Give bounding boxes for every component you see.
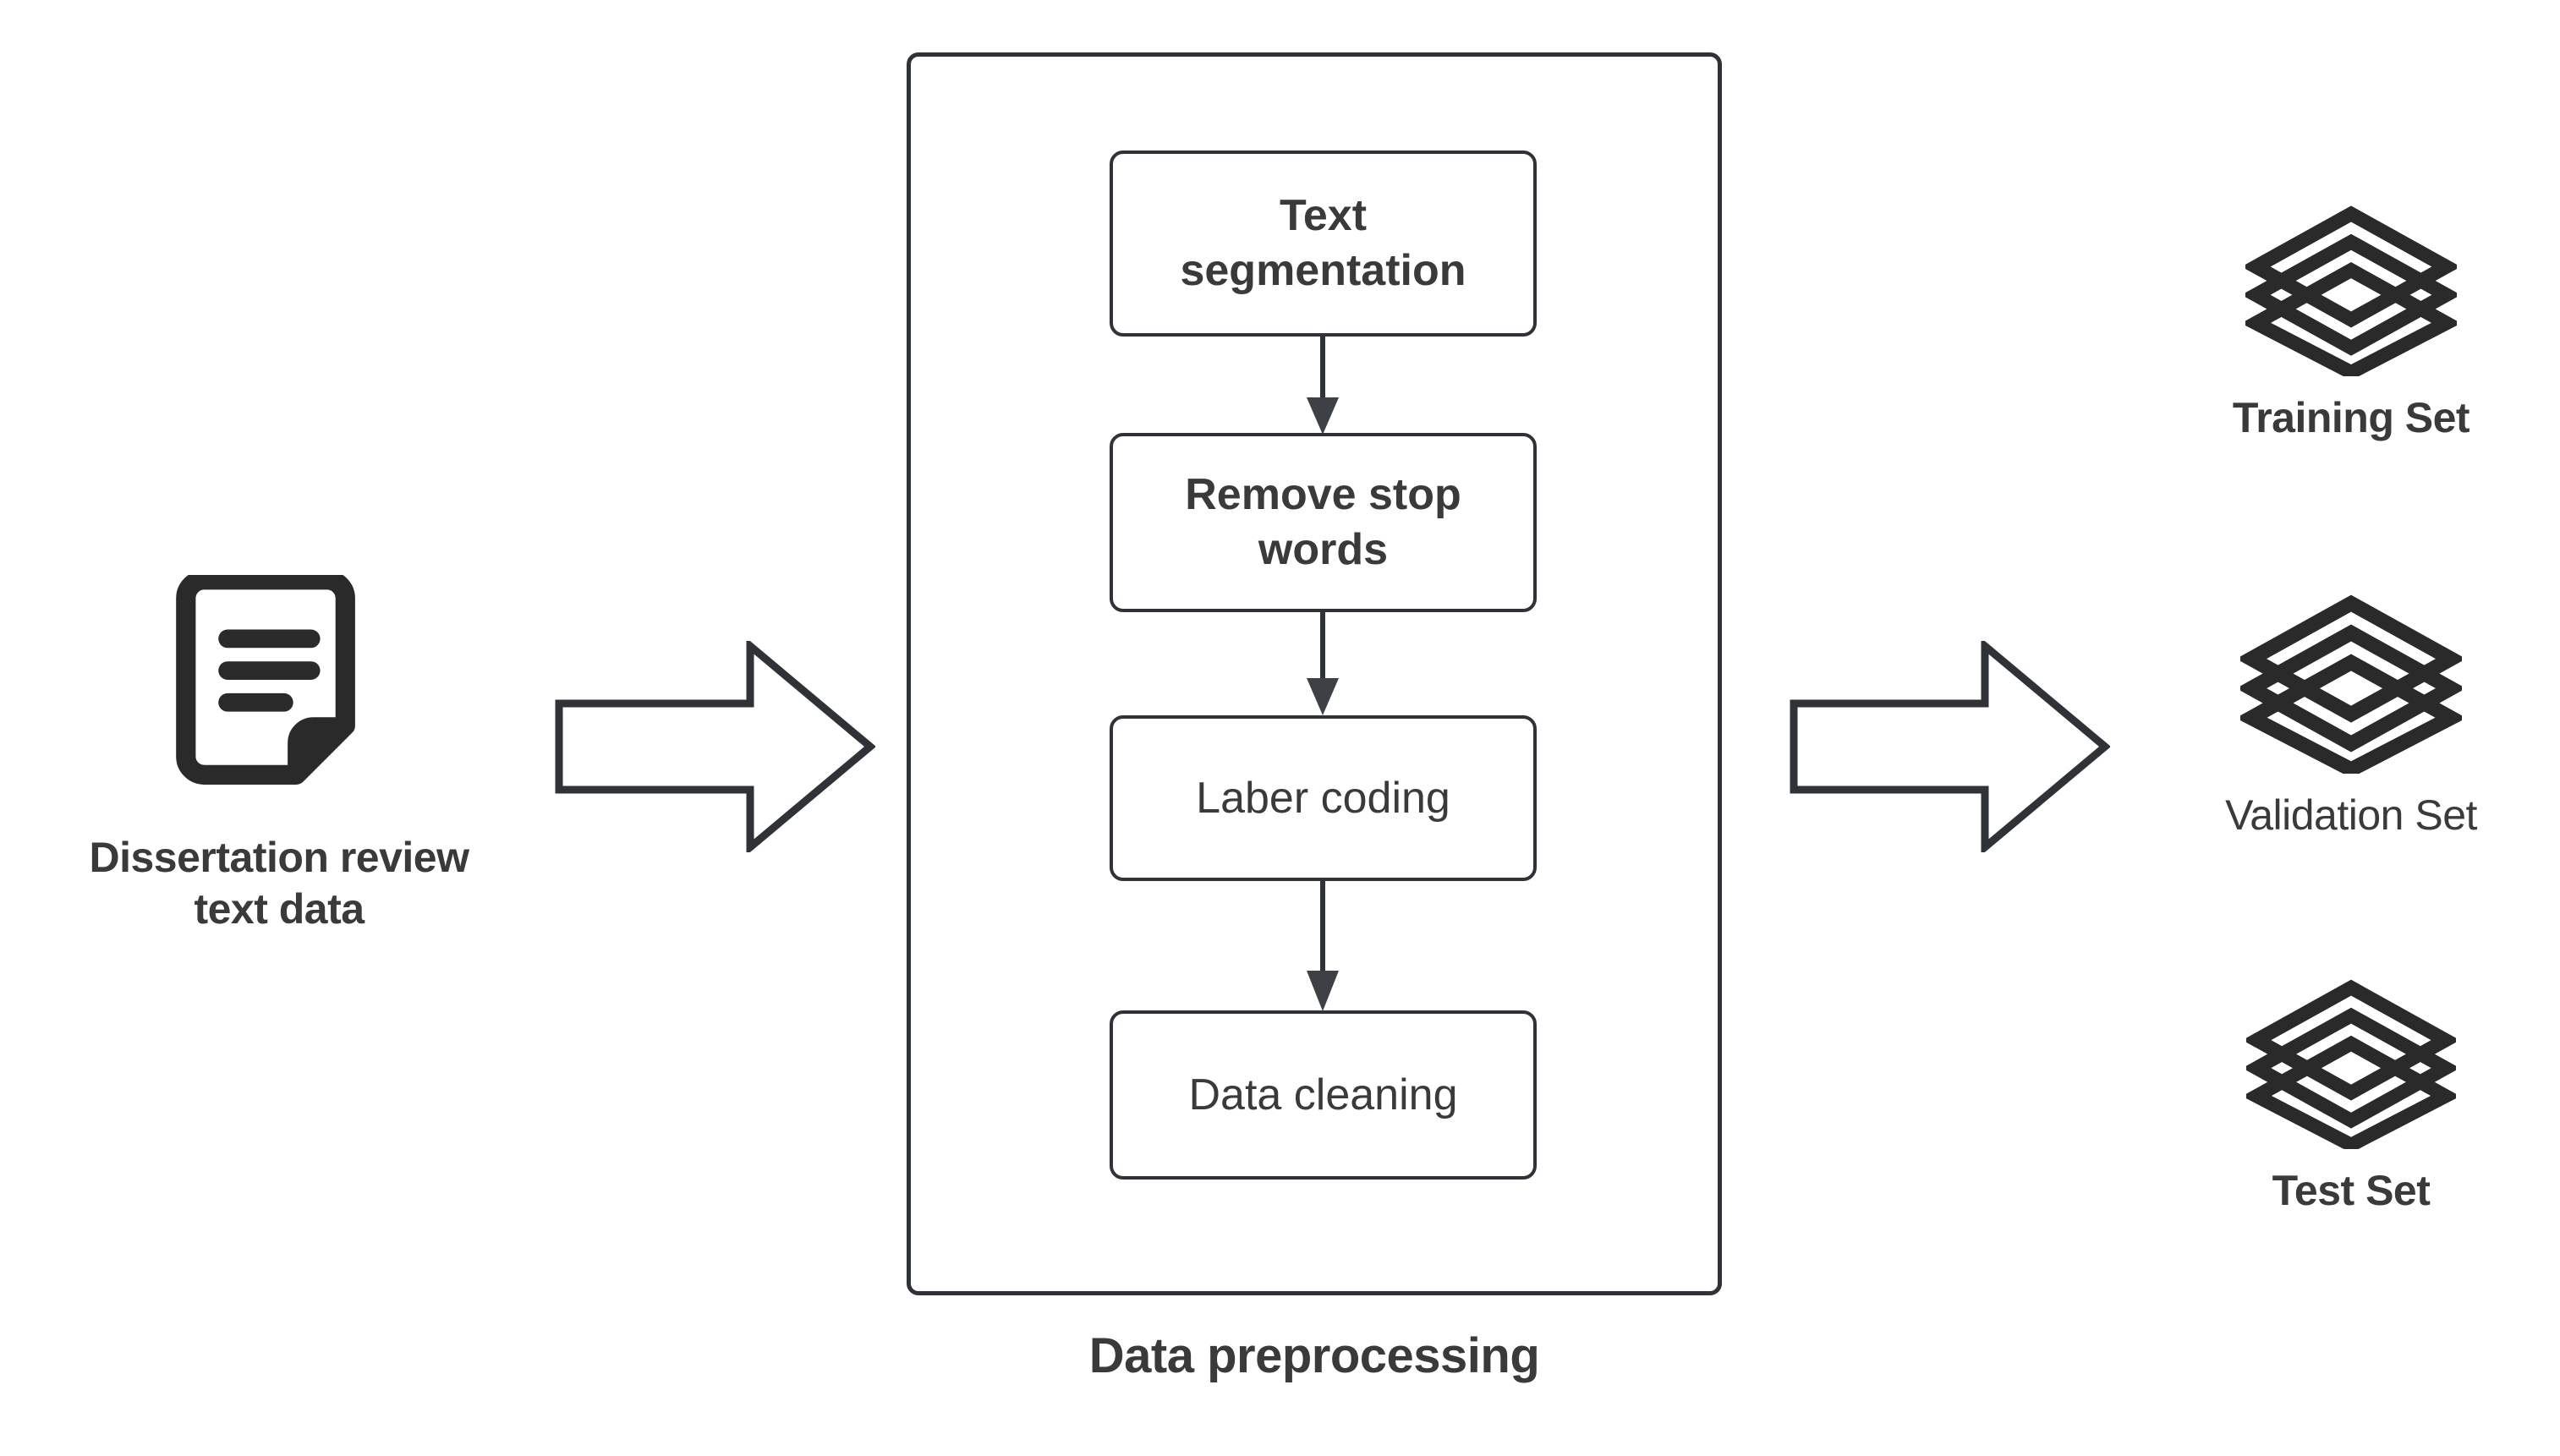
process-box-laber-coding[interactable]: Laber coding (1110, 715, 1537, 881)
document-lines-icon (176, 575, 355, 785)
preprocessing-group: Text segmentation Remove stop words Labe… (907, 52, 1724, 1383)
connector-laber-coding-to-data-cleaning (1307, 879, 1339, 1011)
arrow-preprocessing-to-splits (1790, 641, 2110, 852)
split-node-test: Test Set (2131, 977, 2560, 1215)
connector-text-segmentation-to-remove-stop-words (1307, 335, 1339, 435)
split-label-test: Test Set (2272, 1167, 2431, 1214)
arrow-source-to-preprocessing (555, 641, 875, 852)
layers-stack-icon (2240, 594, 2462, 774)
process-box-text-segmentation[interactable]: Text segmentation (1110, 151, 1537, 337)
process-box-data-cleaning[interactable]: Data cleaning (1110, 1010, 1537, 1180)
split-label-training: Training Set (2232, 394, 2470, 441)
process-box-remove-stop-words[interactable]: Remove stop words (1110, 433, 1537, 612)
layers-stack-icon (2245, 205, 2457, 376)
split-node-training: Training Set (2131, 203, 2560, 442)
split-label-validation: Validation Set (2225, 791, 2477, 839)
connector-remove-stop-words-to-laber-coding (1307, 610, 1339, 715)
split-node-validation: Validation Set (2131, 592, 2560, 840)
layers-stack-icon (2246, 979, 2456, 1149)
source-data-label: Dissertation review text data (89, 834, 469, 933)
source-data-node: Dissertation review text data (17, 575, 541, 964)
preprocessing-caption: Data preprocessing (1088, 1328, 1540, 1383)
